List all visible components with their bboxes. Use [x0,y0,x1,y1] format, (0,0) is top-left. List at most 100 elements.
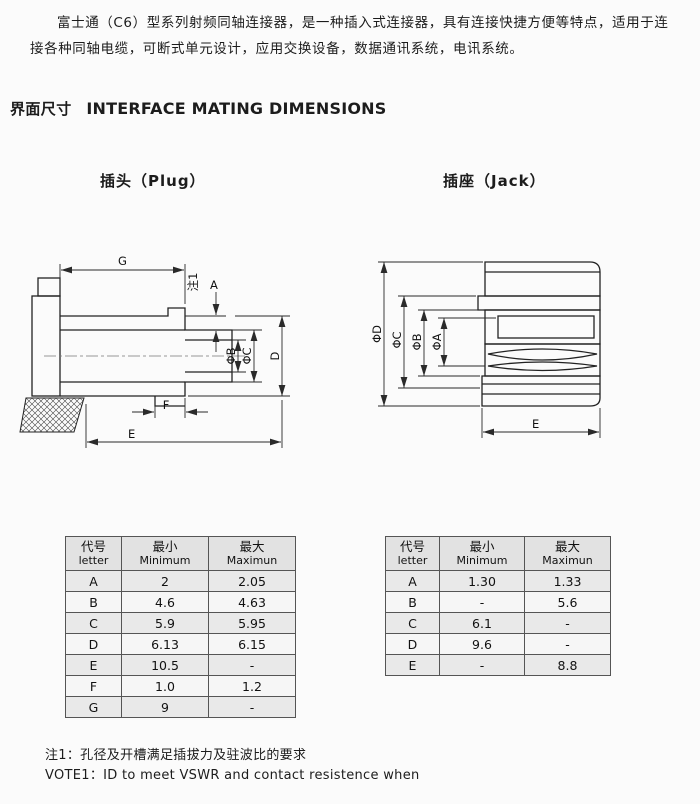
dim-label-note1: 注1 [186,273,200,292]
value-cell: 4.63 [208,591,296,614]
value-cell: - [208,654,296,677]
value-cell: - [439,591,525,614]
value-cell: 6.13 [121,633,209,656]
letter-cell: E [385,654,440,677]
footnotes: 注1：孔径及开槽满足插拔力及驻波比的要求 VOTE1：ID to meet VS… [45,746,420,785]
value-cell: 9.6 [439,633,525,656]
value-cell: 4.6 [121,591,209,614]
header-en: Minimum [139,554,191,567]
plug-label: 插头（Plug） [100,172,206,190]
header-cn: 最小 [152,539,178,554]
value-cell: - [208,696,296,719]
value-cell: 9 [121,696,209,719]
value-cell: - [439,654,525,677]
dim-label-e: E [532,417,539,431]
table-row: E-8.8 [385,654,611,677]
letter-cell: E [65,654,122,677]
section-title-en: INTERFACE MATING DIMENSIONS [86,99,387,118]
value-cell: - [524,612,611,635]
value-cell: 2 [121,570,209,593]
letter-cell: B [65,591,122,614]
letter-cell: C [65,612,122,635]
header-cn: 代号 [399,539,425,554]
value-cell: 6.1 [439,612,525,635]
section-title-cn: 界面尺寸 [10,100,72,118]
value-cell: 1.33 [524,570,611,593]
letter-cell: G [65,696,122,719]
letter-cell: F [65,675,122,698]
letter-cell: A [385,570,440,593]
value-cell: 5.95 [208,612,296,635]
dim-label-e: E [128,427,135,441]
dim-label-f: F [163,398,170,412]
value-cell: 1.2 [208,675,296,698]
value-cell: 5.9 [121,612,209,635]
header-cn: 最大 [239,539,265,554]
value-cell: 6.15 [208,633,296,656]
jack-diagram: ΦD ΦC ΦB ΦA E [370,261,601,438]
dim-label-phi-d: ΦD [370,325,384,343]
footnote-cn: 注1：孔径及开槽满足插拔力及驻波比的要求 [45,748,307,763]
dim-label-phi-a: ΦA [430,333,444,350]
table-header-row: 代号 letter 最小 Minimum 最大 Maximun [385,535,611,572]
footnote-en: VOTE1：ID to meet VSWR and contact resist… [45,767,420,783]
table-row: B-5.6 [385,591,611,614]
header-cn: 最大 [554,539,580,554]
dim-label-phi-c: ΦC [390,331,404,348]
col-header-letter: 代号 letter [65,535,122,572]
header-cn: 最小 [469,539,495,554]
col-header-letter: 代号 letter [385,535,440,572]
letter-cell: D [385,633,440,656]
letter-cell: D [65,633,122,656]
col-header-maximum: 最大 Maximun [524,535,611,572]
section-title: 界面尺寸 INTERFACE MATING DIMENSIONS [10,92,387,120]
plug-dimension-lines [59,264,290,448]
header-cn: 代号 [80,539,106,554]
jack-dimension-labels: ΦD ΦC ΦB ΦA E [370,325,539,431]
plug-diagram: G 注1 A ΦB ΦC D F E [19,254,290,448]
col-header-minimum: 最小 Minimum [439,535,525,572]
letter-cell: C [385,612,440,635]
col-header-minimum: 最小 Minimum [121,535,209,572]
jack-body-outline [477,261,601,407]
plug-dimension-labels: G 注1 A ΦB ΦC D F E [118,254,282,441]
value-cell: - [524,633,611,656]
jack-label: 插座（Jack） [443,172,546,190]
header-en: Minimum [456,554,508,567]
value-cell: 8.8 [524,654,611,677]
jack-dimension-lines [378,261,601,438]
dim-label-g: G [118,254,127,268]
dim-label-a: A [210,278,218,292]
intro-paragraph: 富士通（C6）型系列射频同轴连接器，是一种插入式连接器，具有连接快捷方便等特点，… [30,15,669,58]
dim-label-phi-b: ΦB [224,347,238,364]
value-cell: 10.5 [121,654,209,677]
value-cell: 2.05 [208,570,296,593]
dim-label-phi-b: ΦB [410,333,424,350]
value-cell: 1.30 [439,570,525,593]
header-en: Maximun [226,554,278,567]
value-cell: 1.0 [121,675,209,698]
header-en: letter [397,554,428,567]
col-header-maximum: 最大 Maximun [208,535,296,572]
letter-cell: A [65,570,122,593]
dim-label-phi-c: ΦC [240,347,254,364]
header-en: Maximun [542,554,593,567]
value-cell: 5.6 [524,591,611,614]
plug-body-outline [19,277,233,433]
header-en: letter [78,554,109,567]
dim-label-d: D [268,351,282,360]
table-header-row: 代号 letter 最小 Minimum 最大 Maximun [65,535,296,572]
